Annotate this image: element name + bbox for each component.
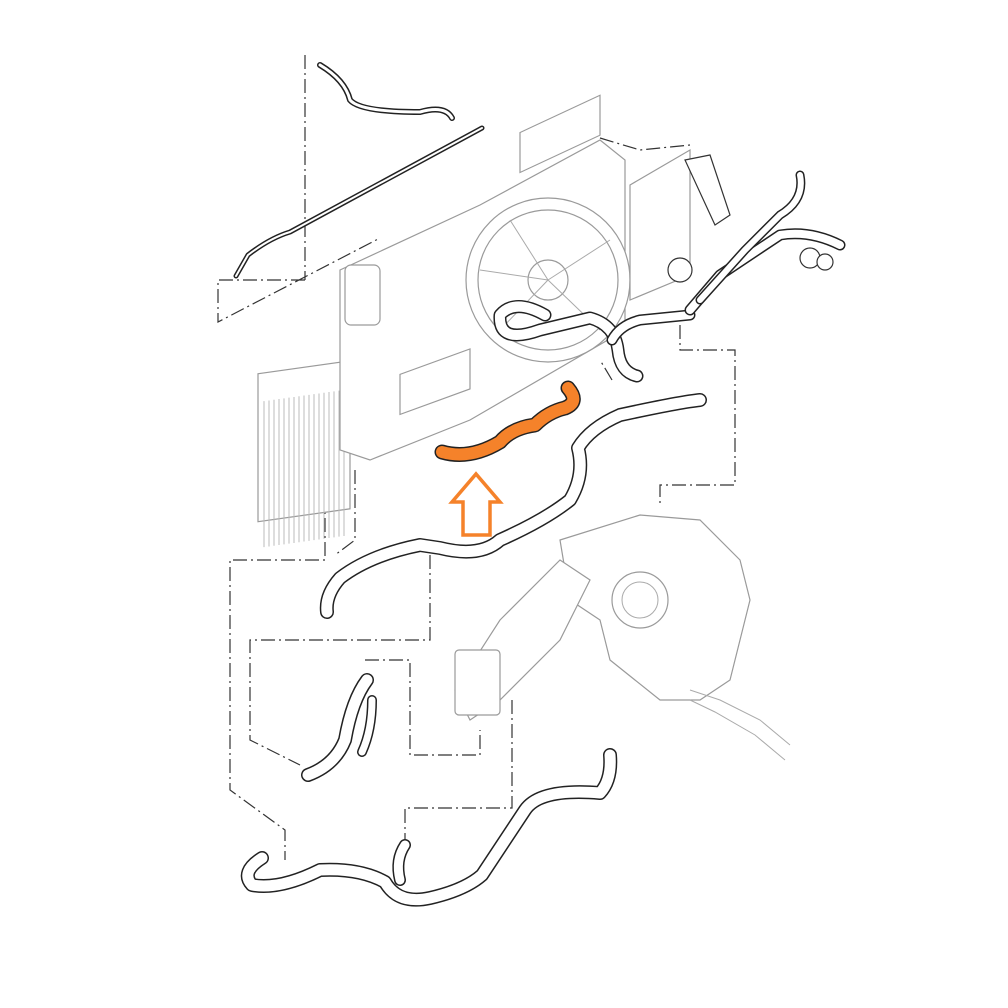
left-lower-hose — [301, 673, 374, 782]
main-lower-hose — [319, 393, 707, 619]
right-upper-hose — [684, 228, 846, 316]
long-rod-pipe — [233, 125, 485, 279]
bottom-hose — [240, 748, 618, 907]
highlighted-coolant-hose[interactable] — [434, 380, 581, 462]
engine-block — [454, 514, 791, 761]
upper-hose-cluster — [667, 154, 834, 283]
left-lower-hose-branch — [357, 695, 377, 757]
bottom-hose-branch — [392, 839, 411, 886]
fan-hose-branch — [606, 309, 696, 346]
leader-lines — [217, 55, 736, 860]
right-upper-hose-2 — [695, 170, 806, 305]
hoses — [233, 62, 846, 907]
top-small-pipe — [317, 62, 455, 121]
arrow-up-icon — [448, 471, 504, 537]
fan-hose — [493, 300, 644, 383]
